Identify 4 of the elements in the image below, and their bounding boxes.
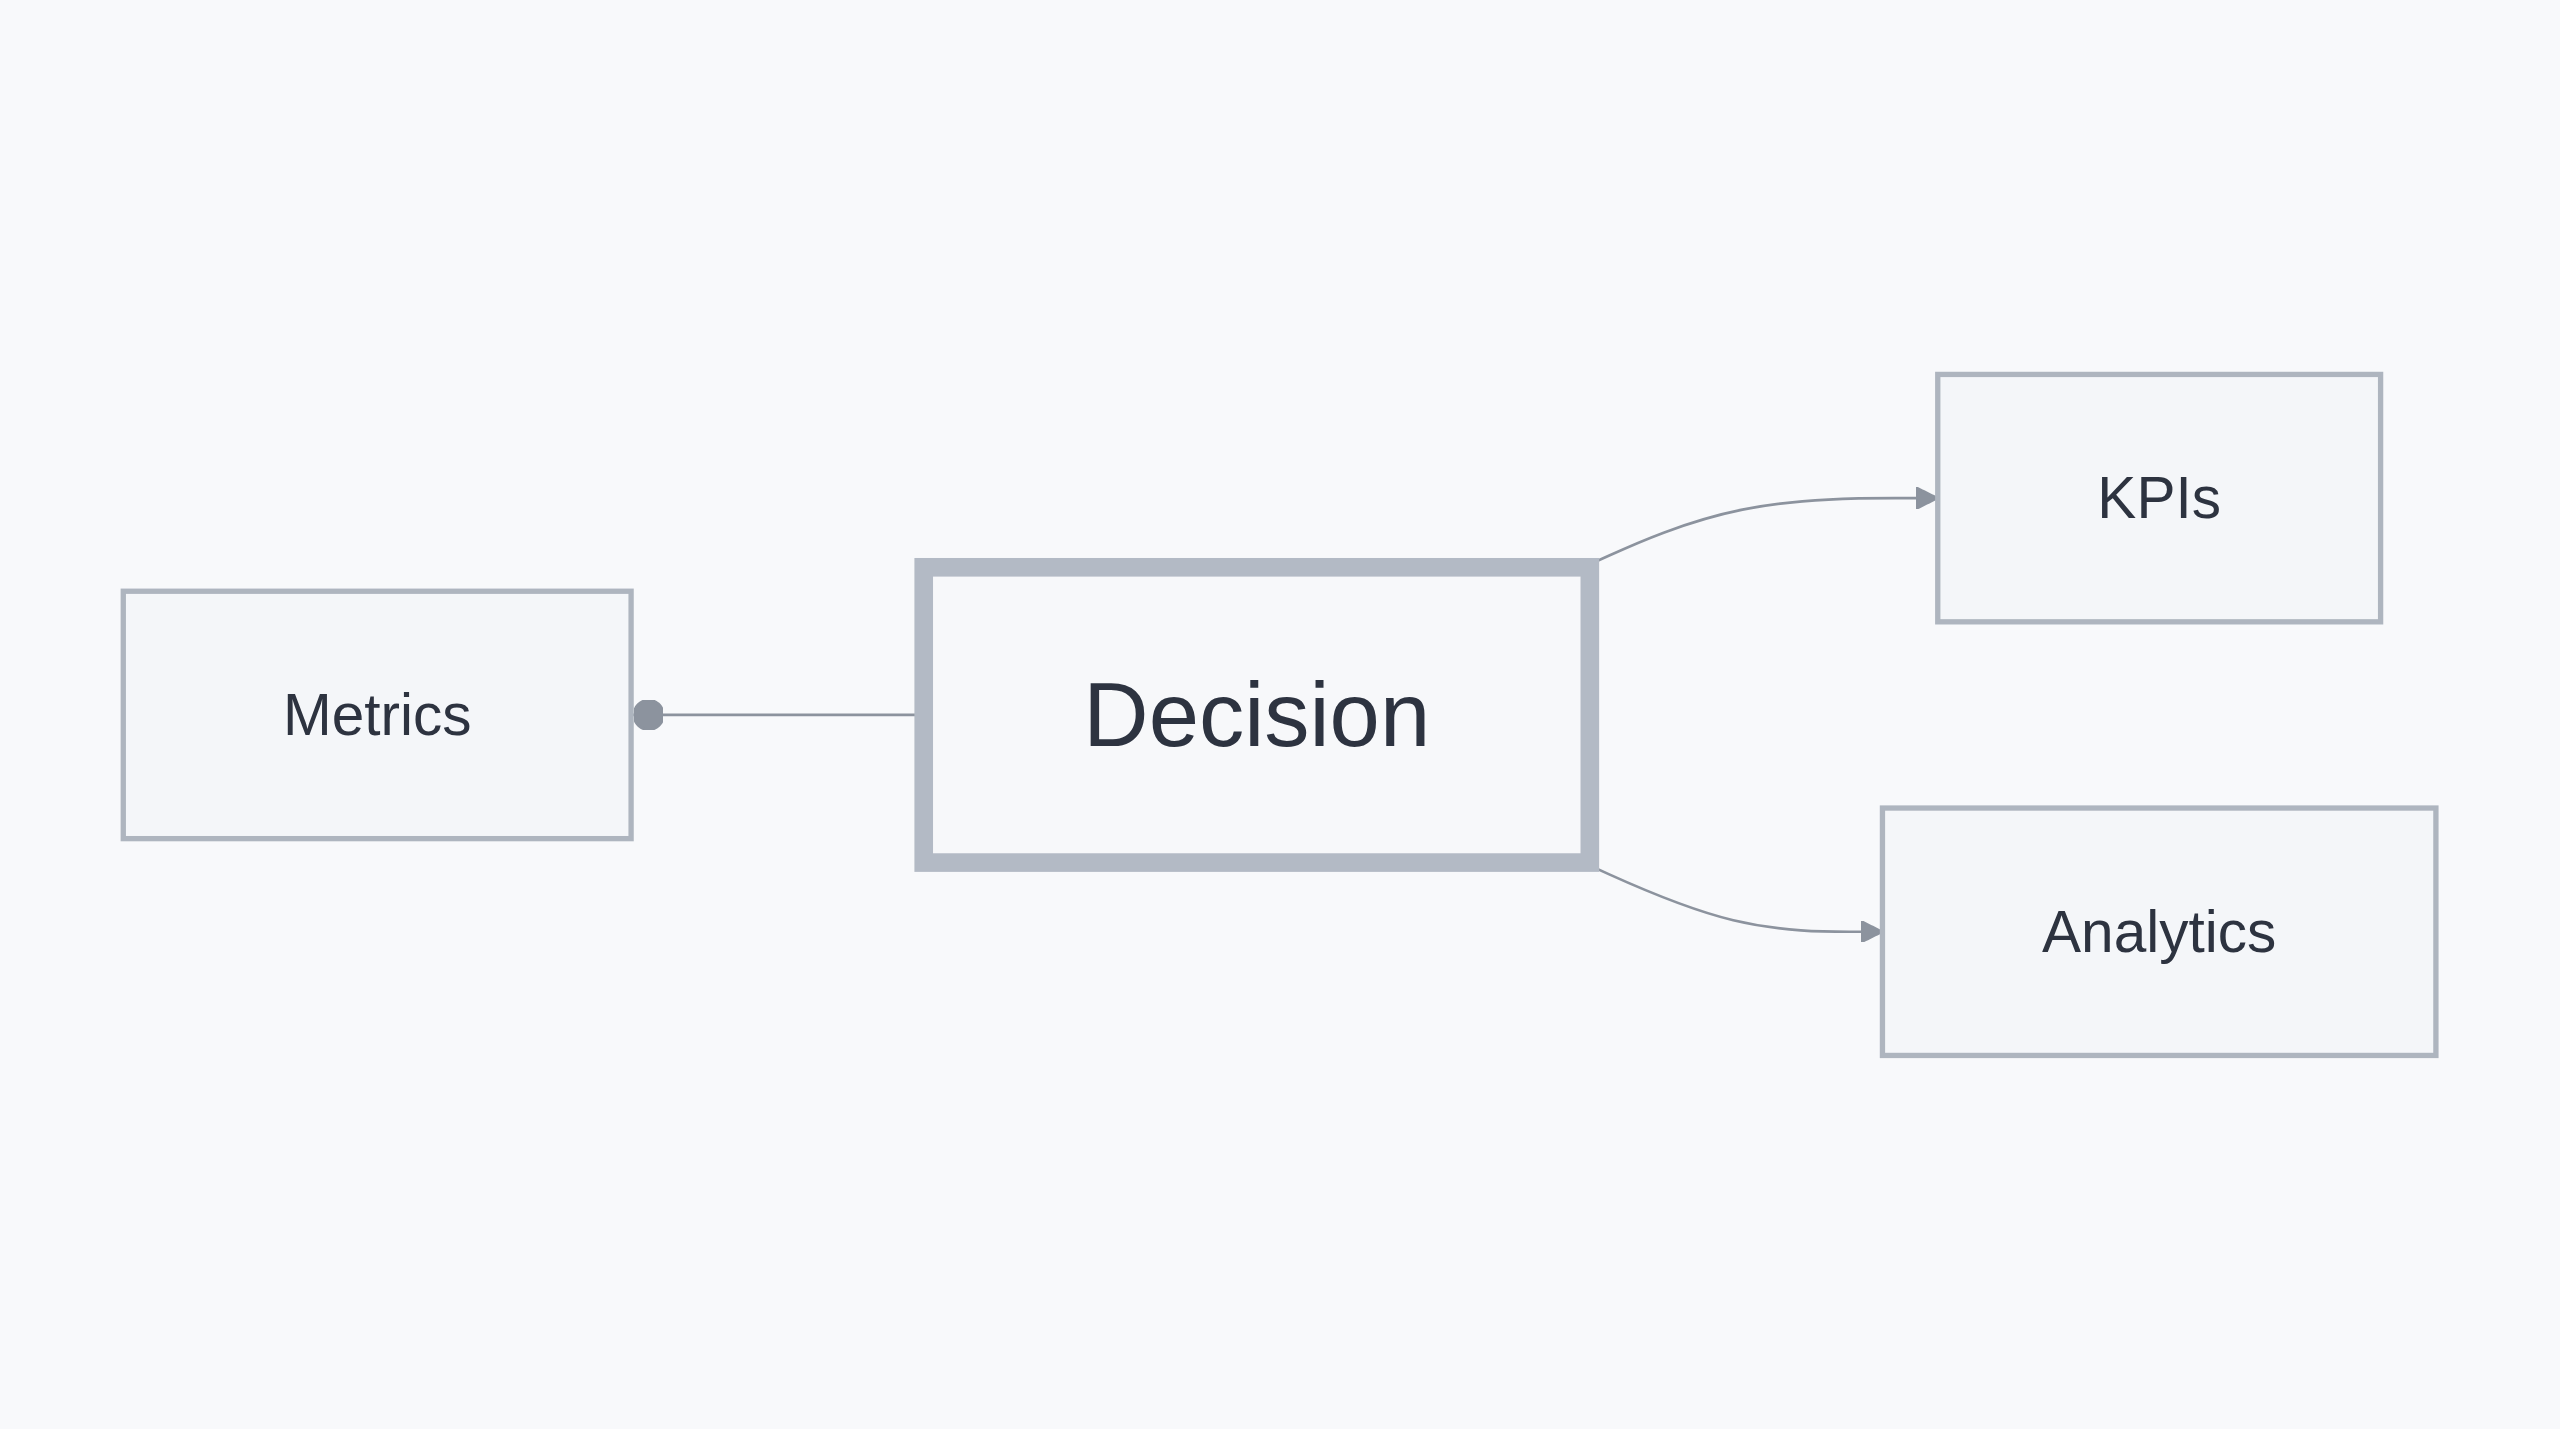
node-box: Metrics [121, 588, 635, 841]
node-box: KPIs [1935, 371, 2384, 625]
node-box: Analytics [1880, 804, 2439, 1058]
node-box: Decision [914, 557, 1600, 872]
